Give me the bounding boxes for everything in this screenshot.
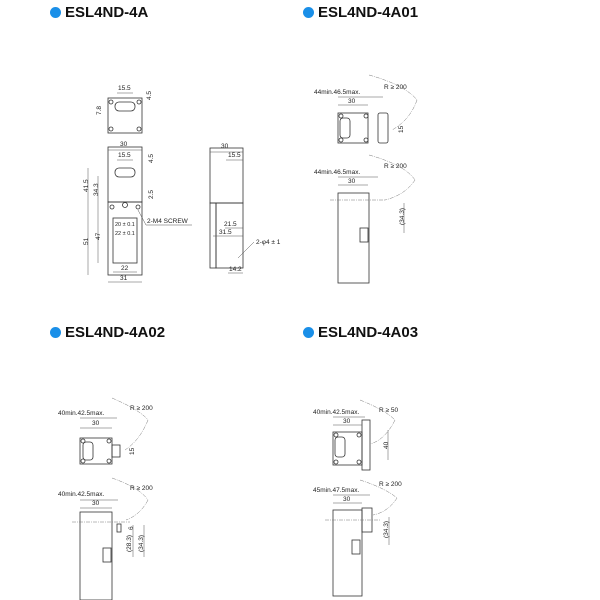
dimension-label: (34.3) [399,208,406,225]
dimension-label: 30 [348,178,356,185]
bullet-icon [50,327,61,338]
dimension-label: 2.5 [148,190,155,199]
dimension-label: 44min.46.5max. [314,89,360,96]
dimension-label: 45min.47.5max. [313,487,359,494]
section-title-esl4nd-4a02: ESL4ND-4A02 [50,324,165,341]
dimension-label: 4.5 [148,154,155,163]
dimension-label: 14.2 [229,266,242,273]
dimension-label: 7.8 [96,106,103,115]
dimension-label: 44min.46.5max. [314,169,360,176]
bullet-icon [303,327,314,338]
title-text: ESL4ND-4A [65,4,149,21]
dimension-label: 34.3 [93,183,100,196]
dimension-label: 30 [221,143,229,150]
dimension-label: (28.3) [126,535,133,552]
section-title-esl4nd-4a03: ESL4ND-4A03 [303,324,418,341]
dimension-label: 40min.42.5max. [58,410,104,417]
dimension-label: R ≥ 50 [379,407,398,414]
dimension-label: R ≥ 200 [384,163,407,170]
dimension-label: 15 [398,125,405,133]
dimension-label: 47 [95,232,102,240]
dimension-label: (34.3) [138,535,145,552]
dimension-label: 2-M4 SCREW [147,218,189,225]
bullet-icon [50,7,61,18]
dimension-label: 40 [383,441,390,449]
dimension-label: 4.5 [146,91,153,100]
dimension-label: 51 [83,237,90,245]
dimension-label: 30 [343,418,351,425]
dimension-label: 40min.42.5max. [58,491,104,498]
drawing-esl4nd-4a02: 40min.42.5max. R ≥ 200 30 15 40min.42.5m… [58,397,153,600]
dimension-label: 30 [92,500,100,507]
dimension-label: 6 [128,526,135,530]
bullet-icon [303,7,314,18]
title-text: ESL4ND-4A02 [65,324,166,341]
title-text: ESL4ND-4A03 [318,324,419,341]
dimension-label: 21.5 [224,221,237,228]
dimension-label: 2-φ4 ± 1 [256,239,281,246]
dimension-label: 15.5 [118,85,131,92]
section-title-esl4nd-4a: ESL4ND-4A [50,4,148,21]
dimension-label: 41.5 [83,179,90,192]
dimension-label: R ≥ 200 [379,481,402,488]
dimension-label: R ≥ 200 [384,84,407,91]
dimension-label: 30 [348,98,356,105]
dimension-label: 15.5 [118,152,131,159]
dimension-label: (34.3) [383,521,390,538]
dimension-label: 15.5 [228,152,241,159]
dimension-label: 22 ± 0.1 [115,231,135,237]
dimension-label: R ≥ 200 [130,405,153,412]
dimension-label: 20 ± 0.1 [115,222,135,228]
dimension-label: R ≥ 200 [130,485,153,492]
dimension-label: 15 [129,447,136,455]
dimension-label: 30 [120,141,128,148]
section-title-esl4nd-4a01: ESL4ND-4A01 [303,4,418,21]
drawing-esl4nd-4a: 15.5 4.5 7.8 30 15.5 4.5 2.5 41.5 51 34.… [83,85,281,283]
dimension-label: 31 [120,275,128,282]
dimension-label: 22 [121,265,129,272]
title-text: ESL4ND-4A01 [318,4,419,21]
dimension-label: 40min.42.5max. [313,409,359,416]
dimension-label: 31.5 [219,229,232,236]
dimension-label: 30 [343,496,351,503]
drawing-esl4nd-4a03: 40min.42.5max. R ≥ 50 30 40 45min.47.5ma… [313,399,402,597]
dimension-label: 30 [92,420,100,427]
drawing-esl4nd-4a01: 44min.46.5max. R ≥ 200 30 15 44min.46.5m… [314,74,418,284]
